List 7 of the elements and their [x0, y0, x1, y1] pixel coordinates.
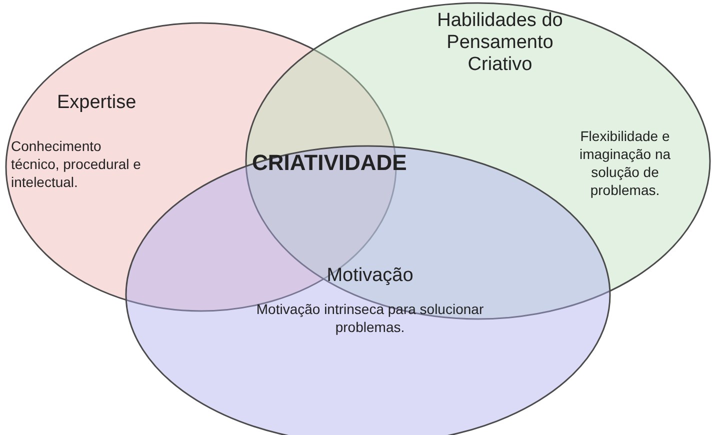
center-label: CRIATIVIDADE — [252, 150, 407, 176]
circle-heading: Habilidades do Pensamento Criativo — [436, 10, 564, 76]
circle-description: Conhecimento técnico, procedural e intelectual. — [11, 137, 142, 191]
circle-description: Motivação intrinseca para solucionar problemas. — [255, 300, 485, 336]
circle-description: Flexibilidade e imaginação na solução de problemas. — [578, 127, 672, 199]
circle-heading: Motivação — [326, 265, 414, 287]
circle-heading: Expertise — [57, 92, 138, 114]
